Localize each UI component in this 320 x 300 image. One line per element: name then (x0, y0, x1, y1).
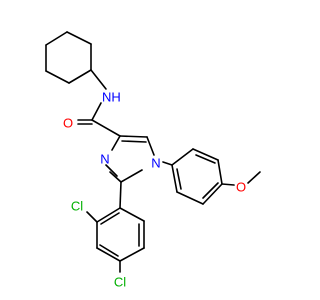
methoxy-group (221, 171, 261, 186)
imidazole-n3-label: N (100, 152, 109, 167)
methoxy-oxygen-label: O (236, 180, 246, 195)
imidazole-aryl-bond (119, 181, 122, 209)
cyclohexyl-ring (45, 31, 92, 84)
carboxamide-ring-bond (91, 119, 121, 137)
ortho-chloro-bond (86, 211, 98, 223)
ortho-chlorine-label: Cl (71, 199, 83, 214)
imidazole-n1-label: N (151, 156, 160, 171)
amide-group (77, 69, 107, 125)
amide-nh-label: NH (102, 90, 121, 105)
dichlorophenyl-ring (96, 207, 145, 262)
imidazole-ring (105, 135, 155, 183)
methoxyphenyl-ring (162, 148, 223, 205)
para-chlorine-label: Cl (114, 275, 126, 290)
molecule-structure: NH O N N O Cl Cl (45, 31, 261, 290)
carbonyl-oxygen-label: O (63, 116, 73, 131)
